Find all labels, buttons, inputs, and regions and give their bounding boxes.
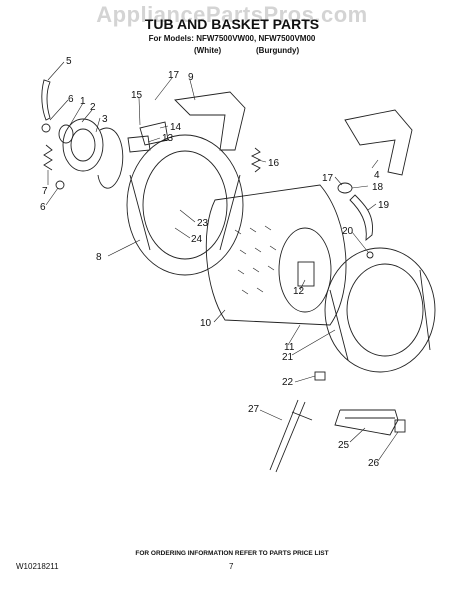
part-13-bracket [127,135,151,153]
callout-8: 8 [96,252,102,263]
callout-26: 26 [368,458,380,469]
callout-5: 5 [66,56,72,67]
part-9-weight [174,91,246,151]
ordering-note: FOR ORDERING INFORMATION REFER TO PARTS … [135,550,329,557]
part-8-rear-tub [126,134,244,276]
part-26-sensor [394,419,406,433]
part-6-bolt-bottom [55,180,65,190]
callout-6: 6 [68,94,74,105]
callout-24: 24 [191,234,203,245]
page-number: 7 [229,562,234,571]
document-id: W10218211 [16,562,59,571]
callout-10: 10 [200,318,212,329]
callout-17-right: 17 [322,173,334,184]
part-27-damper [269,399,313,473]
part-5-strap [41,79,51,121]
callout-23: 23 [197,218,209,229]
part-6-bolt-top [41,123,51,133]
callout-7: 7 [42,186,48,197]
part-19-hose [349,194,373,242]
part-20-screw [366,251,374,259]
callout-13: 13 [162,133,174,144]
variant-white: (White) [194,46,222,55]
callout-19: 19 [378,200,390,211]
part-2-pulley-inner [70,128,96,162]
callout-14: 14 [170,122,182,133]
part-1-pulley-hub [58,124,74,144]
part-2-pulley [62,118,104,172]
callout-22: 22 [282,377,294,388]
callout-12: 12 [293,286,305,297]
callout-2: 2 [90,102,96,113]
part-21-front-tub-inner [346,263,424,357]
callout-3: 3 [102,114,108,125]
callout-20: 20 [342,226,354,237]
part-21-front-tub [324,247,436,373]
page-title: TUB AND BASKET PARTS [144,16,320,32]
part-8-rear-tub-inner [142,150,228,260]
callout-18: 18 [372,182,384,193]
callout-25: 25 [338,440,350,451]
models-line: For Models: NFW7500VW00, NFW7500VM00 [148,34,316,43]
part-7-spring [43,144,53,171]
part-22-clip [314,371,326,381]
part-18-seal [337,182,353,194]
callout-6-bottom: 6 [40,202,46,213]
variant-burgundy: (Burgundy) [256,46,300,55]
callout-21: 21 [282,352,294,363]
callout-15: 15 [131,90,143,101]
callout-16: 16 [268,158,280,169]
callout-1: 1 [80,96,86,107]
part-4-weight [344,109,413,176]
callout-17: 17 [168,70,180,81]
callout-11: 11 [284,342,295,353]
part-3-belt [97,127,124,189]
watermark: AppliancePartsPros.com [96,2,368,27]
part-10-basket [205,184,347,326]
callout-9: 9 [188,72,194,83]
part-25-heater [334,409,399,436]
part-14-bracket [139,121,169,146]
part-16-spring [250,147,262,173]
callout-4: 4 [374,170,380,181]
part-12-baffle [297,261,315,287]
callout-27: 27 [248,404,260,415]
part-12-basket-opening [278,227,332,313]
